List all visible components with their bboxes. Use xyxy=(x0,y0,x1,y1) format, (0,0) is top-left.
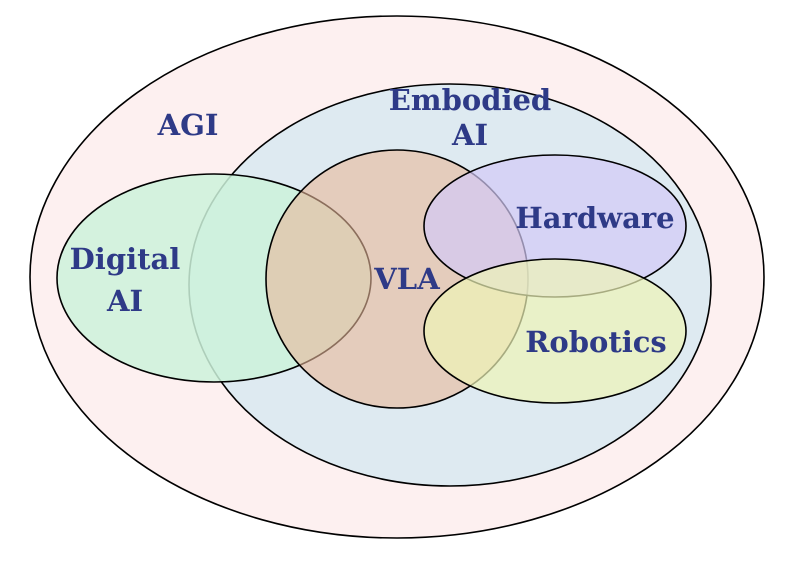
vla-label: VLA xyxy=(373,262,440,296)
robotics-label: Robotics xyxy=(525,325,666,359)
embodied-ai-label-line1: Embodied xyxy=(389,83,551,117)
robotics-region xyxy=(423,258,687,404)
agi-label: AGI xyxy=(157,108,219,142)
hardware-label: Hardware xyxy=(515,201,674,235)
digital-ai-label-line1: Digital xyxy=(70,242,181,276)
digital-ai-label-line2: AI xyxy=(106,284,143,318)
embodied-ai-label-line2: AI xyxy=(451,118,488,152)
